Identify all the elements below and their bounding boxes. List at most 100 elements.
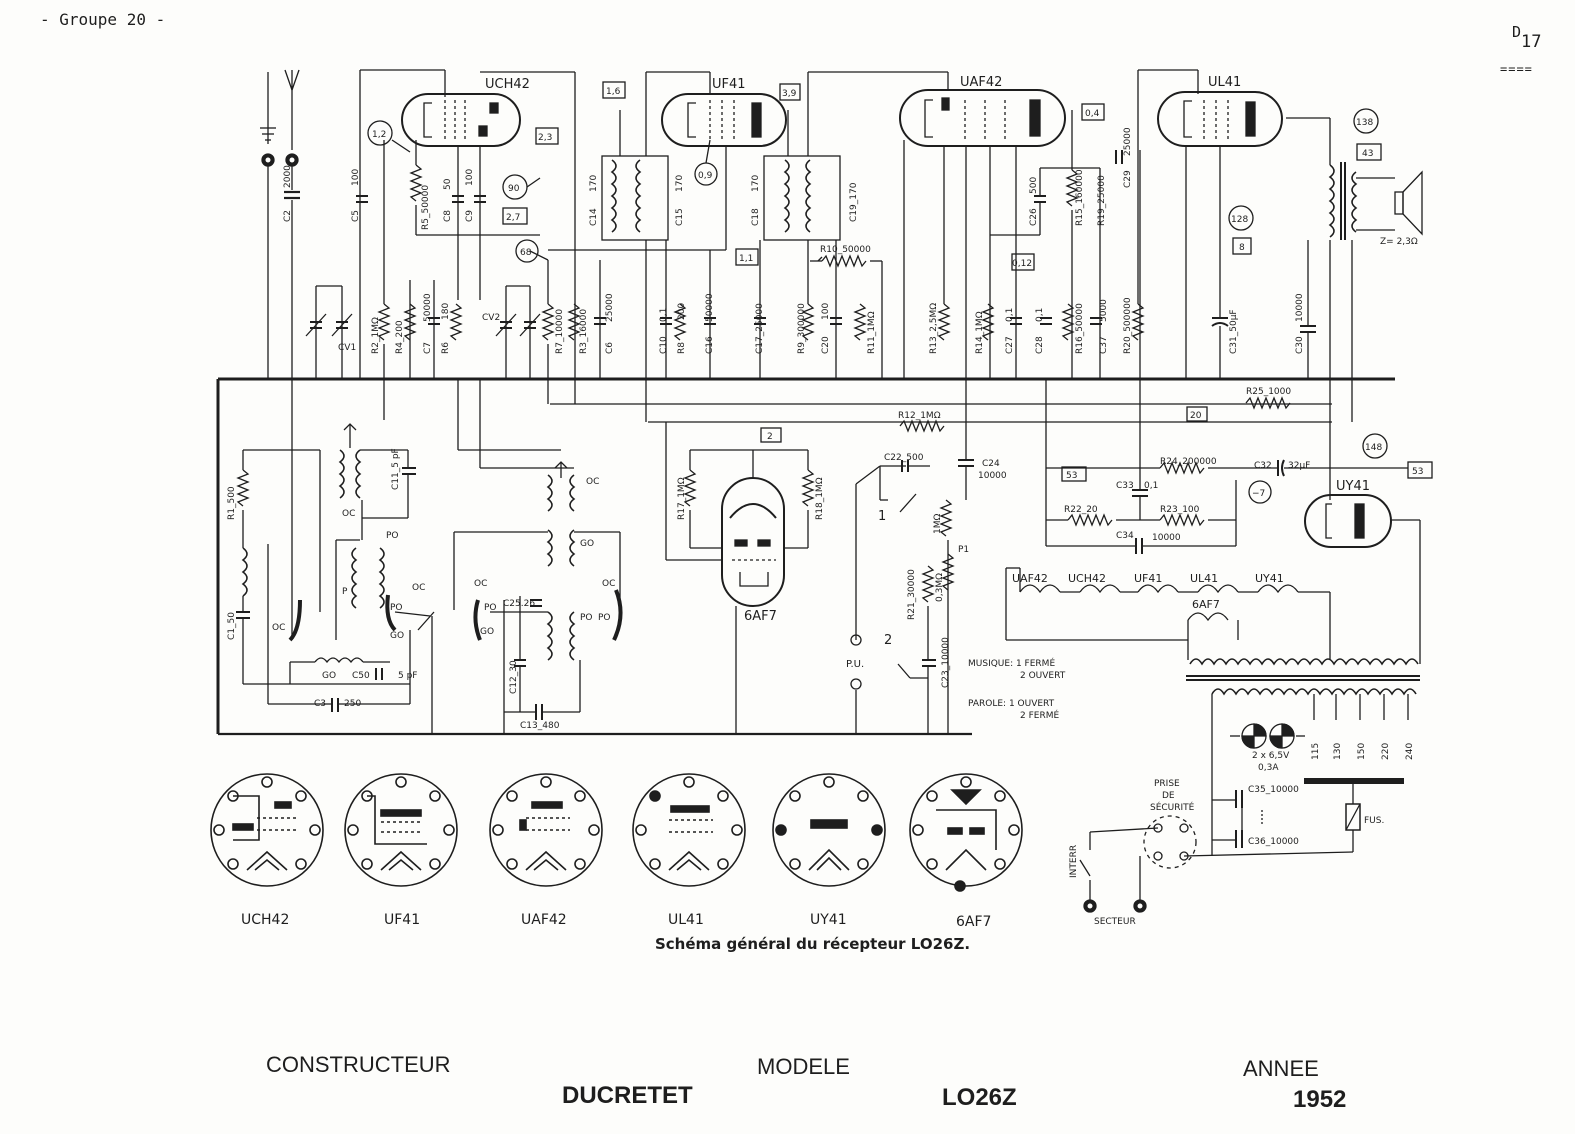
coil-oc-6: OC [602, 579, 615, 589]
coil-oc-4: OC [586, 477, 599, 487]
label-r12: R12_1MΩ [898, 411, 941, 421]
label-c30: C30 [1295, 336, 1305, 354]
voltage-53-b: 53 [1412, 467, 1423, 477]
label-c31: C31_50µF [1229, 309, 1239, 354]
label-c9: C9 [465, 210, 475, 222]
voltage-0-9: 0,9 [698, 171, 713, 181]
lamp-current: 0,3A [1258, 763, 1279, 773]
voltage-138: 138 [1356, 118, 1373, 128]
label-r25: R25_1000 [1246, 387, 1291, 397]
oscillator-coils [236, 423, 435, 734]
tube-6af7 [721, 477, 785, 607]
coil-po-2: PO [390, 603, 403, 613]
mains-input [1079, 778, 1404, 913]
top-components [356, 110, 1123, 380]
prise-line-3: SÉCURITÉ [1150, 801, 1195, 813]
label-c3-value: 250 [344, 699, 361, 709]
if-coils-center [453, 379, 623, 734]
coil-go-2: GO [322, 671, 336, 681]
heater-chain [1005, 519, 1421, 780]
label-c5: C5 [351, 210, 361, 222]
label-c5-value: 100 [351, 169, 361, 186]
coil-oc-1: OC [342, 509, 355, 519]
pickup-label: P.U. [846, 659, 864, 670]
coil-oc-3: OC [412, 583, 425, 593]
tube-label-uaf42: UAF42 [960, 75, 1002, 90]
label-c37: C37 [1099, 336, 1109, 354]
coil-po-3: PO [484, 603, 497, 613]
voltage-20: 20 [1190, 411, 1202, 421]
tap-115: 115 [1311, 743, 1321, 760]
label-c3: C3 [314, 699, 326, 709]
label-c26-value: 500 [1029, 177, 1039, 194]
label-r13: R13_2,5MΩ [929, 303, 939, 354]
label-r14: R14_1MΩ [975, 311, 985, 354]
label-c6-value: 25000 [605, 293, 615, 322]
voltage-0-4: 0,4 [1085, 109, 1100, 119]
label-c24: C24 [982, 459, 1000, 469]
heater-label-ul41: UL41 [1190, 572, 1218, 585]
page-rule: ==== [1500, 62, 1533, 76]
prise-line-2: DE [1162, 791, 1175, 801]
voltage-43: 43 [1362, 149, 1373, 159]
middle-components [850, 150, 1408, 734]
label-c33: C33 [1116, 481, 1134, 491]
label-c2: C2 [283, 210, 293, 222]
label-c18: C18 [751, 208, 761, 226]
label-c18-value: 170 [751, 175, 761, 192]
tap-240: 240 [1405, 743, 1415, 760]
page-letter: D [1512, 23, 1522, 41]
label-c29: C29 [1123, 170, 1133, 188]
diagram-caption: Schéma général du récepteur LO26Z. [654, 935, 971, 953]
label-c33-value: 0,1 [1144, 481, 1158, 491]
page-number: D17 [1512, 22, 1542, 52]
heater-label-uch42: UCH42 [1068, 572, 1106, 585]
voltage-128: 128 [1231, 215, 1248, 225]
if-transformers [601, 155, 1358, 241]
fuse-label: FUS. [1364, 816, 1384, 826]
label-r21b: 0,3MΩ [935, 573, 945, 602]
page-num: 17 [1521, 32, 1542, 52]
voltage-2: 2 [767, 432, 773, 442]
coil-oc-2: OC [272, 623, 285, 633]
speaker-icon [1356, 170, 1423, 236]
pilot-lamps [1230, 723, 1305, 749]
antenna-ground [260, 69, 300, 640]
tap-220: 220 [1381, 743, 1391, 760]
secteur-label: SECTEUR [1094, 917, 1136, 927]
voltage-1-1: 1,1 [739, 254, 753, 264]
label-c35: C35_10000 [1248, 785, 1299, 795]
constructeur-label: CONSTRUCTEUR [266, 1052, 451, 1077]
label-c6: C6 [605, 342, 615, 354]
tube-uf41 [661, 93, 787, 147]
label-c17: C17_25000 [755, 303, 765, 354]
label-r8: R8 [677, 342, 687, 354]
parole-line-2: 2 FERMÉ [1020, 709, 1059, 721]
label-r15: R15_160000 [1075, 169, 1085, 226]
label-r19: R19_25000 [1097, 175, 1107, 226]
modele-label: MODELE [757, 1054, 850, 1079]
label-r24: R24_200000 [1160, 457, 1217, 467]
coil-go-4: GO [480, 627, 494, 637]
label-c29-value: 25000 [1123, 127, 1133, 156]
label-c24-value: 10000 [978, 471, 1007, 481]
label-r18: R18_1MΩ [815, 477, 825, 520]
voltage-3-9: 3,9 [782, 89, 797, 99]
label-c28: C28 [1035, 336, 1045, 354]
label-c36: C36_10000 [1248, 837, 1299, 847]
label-c32-value: 32µF [1288, 461, 1310, 471]
label-c19: C19_170 [849, 182, 859, 222]
label-r6: R6 [441, 342, 451, 354]
label-c13: C13_480 [520, 721, 560, 731]
voltage-2-3: 2,3 [538, 133, 552, 143]
interrupteur-label: INTERR [1069, 845, 1079, 878]
heater-label-uaf42: UAF42 [1012, 572, 1048, 585]
label-c16-value: 50000 [705, 293, 715, 322]
label-c30-value: 10000 [1295, 293, 1305, 322]
tube-label-uy41: UY41 [1336, 479, 1370, 494]
label-c9-value: 100 [465, 169, 475, 186]
voltage-1-6: 1,6 [606, 87, 621, 97]
voltage-148: 148 [1365, 443, 1382, 453]
group-header: - Groupe 20 - [40, 10, 166, 29]
